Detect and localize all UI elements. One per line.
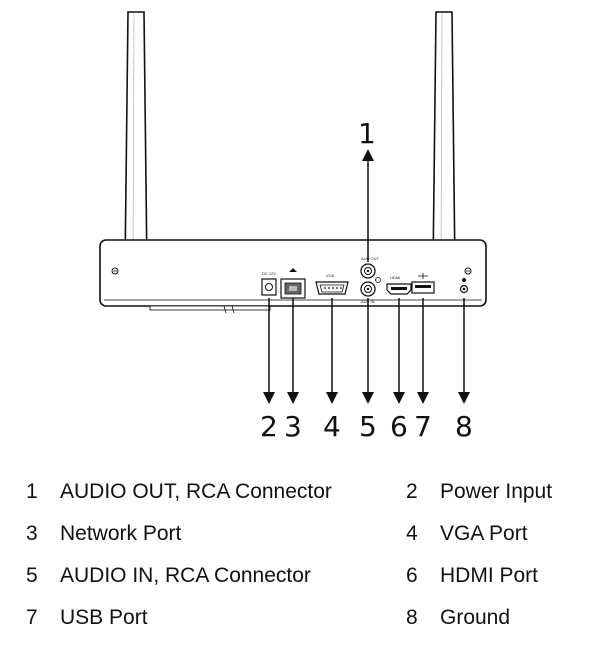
legend-number: 6 — [406, 564, 418, 587]
hdmi-port: HDMI — [386, 275, 412, 295]
legend-number: 1 — [26, 480, 38, 503]
callout-number-2: 2 — [260, 410, 278, 443]
audio-plus-icon — [375, 277, 381, 283]
callout-number-3: 3 — [284, 410, 302, 443]
legend-item-hdmi-port: 6 HDMI Port — [406, 564, 538, 588]
audio-out-label: AUD OUT — [361, 256, 380, 261]
callout-number-1: 1 — [358, 117, 376, 150]
port-legend: 1 AUDIO OUT, RCA Connector 2 Power Input… — [0, 468, 600, 648]
hdmi-port-label: HDMI — [390, 275, 400, 280]
callout-number-6: 6 — [390, 410, 408, 443]
legend-row: 5 AUDIO IN, RCA Connector 6 HDMI Port — [0, 564, 600, 598]
left-antenna — [124, 11, 148, 271]
legend-label: VGA Port — [440, 522, 528, 545]
network-port — [280, 268, 306, 299]
vga-port-label: VGA — [326, 273, 335, 278]
legend-item-audio-out: 1 AUDIO OUT, RCA Connector — [26, 480, 332, 504]
callout-lines — [263, 149, 470, 404]
legend-number: 8 — [406, 606, 418, 629]
rear-panel-diagram: DC 12V VGA AUD OUT AUD IN HDMI — [99, 11, 487, 443]
callout-number-7: 7 — [414, 410, 432, 443]
legend-item-network-port: 3 Network Port — [26, 522, 181, 546]
audio-out-port: AUD OUT — [360, 256, 380, 279]
legend-item-vga-port: 4 VGA Port — [406, 522, 528, 546]
callout-number-8: 8 — [455, 410, 473, 443]
power-port-label: DC 12V — [262, 271, 276, 276]
legend-number: 3 — [26, 522, 38, 545]
vga-port: VGA — [315, 273, 349, 295]
legend-label: AUDIO OUT, RCA Connector — [60, 480, 332, 503]
legend-item-power-input: 2 Power Input — [406, 480, 552, 504]
legend-number: 7 — [26, 606, 38, 629]
legend-item-usb-port: 7 USB Port — [26, 606, 148, 630]
legend-label: Network Port — [60, 522, 182, 545]
legend-row: 7 USB Port 8 Ground — [0, 606, 600, 640]
ground-icon — [462, 278, 466, 282]
legend-label: Ground — [440, 606, 511, 629]
usb-icon — [418, 273, 428, 279]
legend-number: 2 — [406, 480, 418, 503]
callout-number-5: 5 — [359, 410, 377, 443]
legend-number: 4 — [406, 522, 418, 545]
legend-row: 3 Network Port 4 VGA Port — [0, 522, 600, 556]
legend-label: USB Port — [60, 606, 148, 629]
right-screw — [464, 267, 472, 275]
right-antenna — [432, 11, 456, 271]
left-screw — [111, 267, 119, 275]
ground-terminal — [459, 278, 469, 294]
legend-row: 1 AUDIO OUT, RCA Connector 2 Power Input — [0, 480, 600, 514]
legend-item-audio-in: 5 AUDIO IN, RCA Connector — [26, 564, 311, 588]
legend-label: Power Input — [440, 480, 553, 503]
callout-number-4: 4 — [323, 410, 341, 443]
power-input-port: DC 12V — [261, 271, 277, 296]
legend-label: AUDIO IN, RCA Connector — [60, 564, 311, 587]
usb-port — [411, 273, 435, 294]
network-icon — [289, 268, 297, 272]
legend-number: 5 — [26, 564, 38, 587]
legend-label: HDMI Port — [440, 564, 539, 587]
legend-item-ground: 8 Ground — [406, 606, 510, 630]
